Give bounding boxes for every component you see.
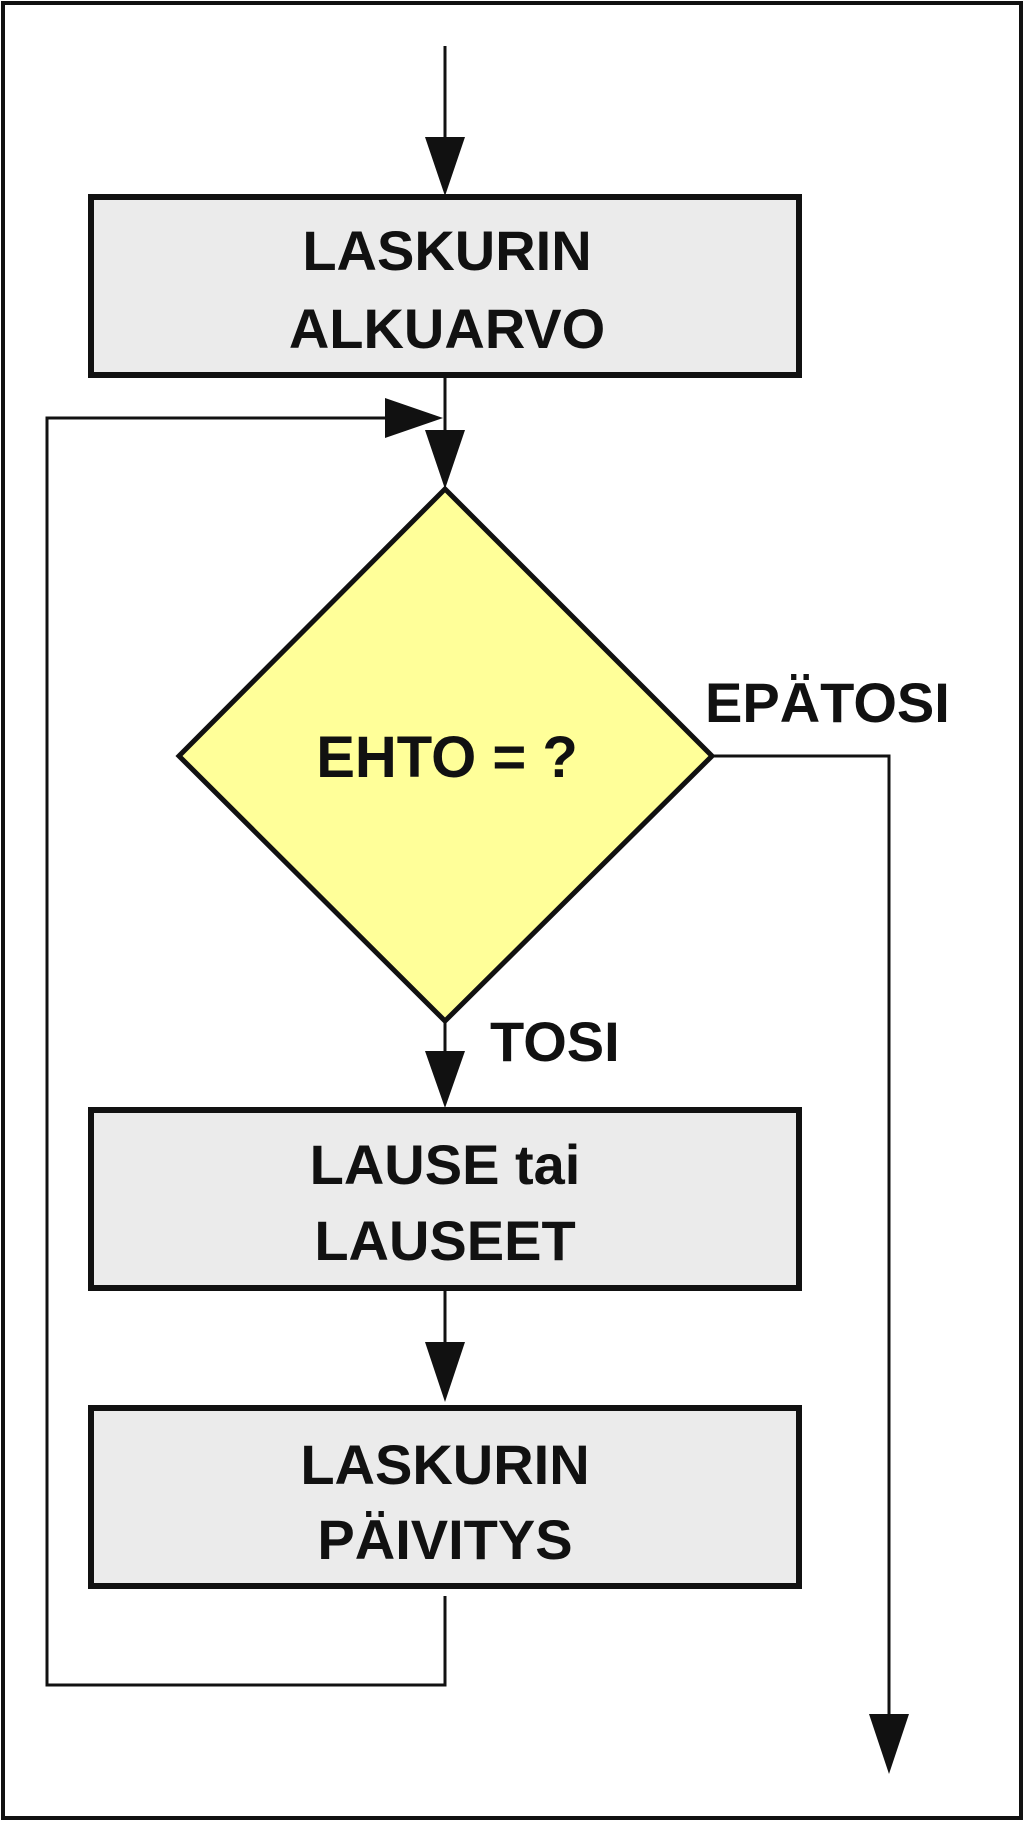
loop-back-arrowhead bbox=[385, 398, 443, 438]
entry-arrowhead bbox=[425, 137, 465, 196]
true-branch-label: TOSI bbox=[490, 1010, 620, 1073]
false-branch-arrowhead bbox=[869, 1714, 909, 1774]
init-box bbox=[88, 194, 802, 378]
false-branch-label: EPÄTOSI bbox=[705, 671, 950, 734]
update-box bbox=[88, 1405, 802, 1589]
update-box-label-line-1: LASKURIN bbox=[300, 1433, 589, 1496]
update-box-label-line-2: PÄIVITYS bbox=[317, 1508, 572, 1571]
body-box-label-line-2: LAUSEET bbox=[314, 1209, 575, 1272]
init-box-label-line-1: LASKURIN bbox=[302, 219, 591, 282]
condition-entry-arrowhead bbox=[425, 430, 465, 489]
loop-back-line bbox=[45, 416, 447, 1687]
body-box bbox=[88, 1107, 802, 1291]
true-branch-arrowhead bbox=[425, 1051, 465, 1108]
false-branch-line bbox=[712, 754, 891, 1720]
init-box-label-line-2: ALKUARVO bbox=[289, 297, 605, 360]
update-entry-arrowhead bbox=[425, 1342, 465, 1402]
condition-label: EHTO = ? bbox=[316, 725, 578, 790]
body-box-label-line-1: LAUSE tai bbox=[310, 1133, 581, 1196]
